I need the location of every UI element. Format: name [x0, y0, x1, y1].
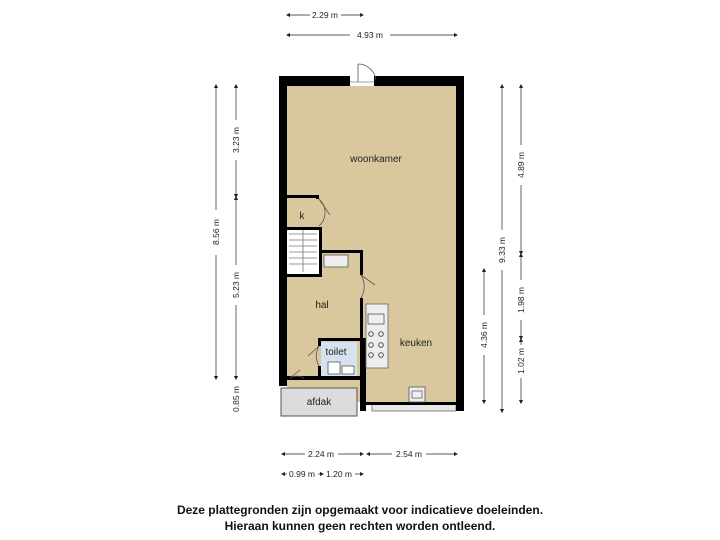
walls — [279, 76, 464, 411]
room-label-hall: hal — [315, 300, 328, 311]
dim-right-overall: 9.33 m — [497, 237, 507, 263]
dim-kitchen-height: 4.36 m — [479, 322, 489, 348]
room-label-living: woonkamer — [349, 154, 402, 165]
hall-wall-top-b — [287, 274, 322, 277]
dim-bottom-small-a: 0.99 m — [289, 469, 315, 479]
dim-left-upper: 3.23 m — [231, 127, 241, 153]
toilet-bowl — [327, 361, 341, 375]
front-wall — [279, 376, 366, 380]
outer-wall-top-right — [374, 76, 464, 86]
kitchen-wall-left — [360, 250, 363, 275]
closet-wall-bottom — [287, 227, 319, 230]
toilet-wall-left-b — [318, 366, 321, 380]
dim-left-shed: 0.85 m — [231, 386, 241, 412]
outer-wall-left — [279, 76, 287, 386]
stairs — [289, 230, 317, 272]
dim-bottom-left: 2.24 m — [308, 449, 334, 459]
hall-cabinet — [323, 254, 349, 268]
kitchen-wall-bottom — [363, 402, 464, 405]
room-label-kitchen: keuken — [400, 338, 432, 349]
toilet-wall-top — [318, 338, 363, 341]
dim-right-mid: 1.98 m — [516, 287, 526, 313]
room-label-toilet: toilet — [325, 347, 346, 358]
toilet-sink — [341, 365, 355, 375]
toilet-wall-left — [318, 338, 321, 346]
shed-floor — [280, 387, 358, 417]
outer-wall-right — [456, 76, 464, 411]
disclaimer-line-1: Deze plattegronden zijn opgemaakt voor i… — [176, 503, 544, 517]
dim-bottom-small-b: 1.20 m — [326, 469, 352, 479]
dim-left-lower: 5.23 m — [231, 272, 241, 298]
dim-top-inner: 2.29 m — [312, 10, 338, 20]
closet-wall-right — [316, 195, 319, 199]
kitchen-counter — [365, 303, 426, 403]
outer-wall-top-left — [279, 76, 350, 86]
closet-wall-top — [287, 195, 319, 198]
disclaimer: Deze plattegronden zijn opgemaakt voor i… — [0, 502, 720, 534]
dim-bottom-right: 2.54 m — [396, 449, 422, 459]
dim-top-overall: 4.93 m — [357, 30, 383, 40]
dimension-lines — [213, 12, 524, 477]
dim-right-low: 1.02 m — [516, 348, 526, 374]
doors — [289, 63, 377, 379]
disclaimer-line-2: Hieraan kunnen geen rechten worden ontle… — [224, 519, 496, 533]
hall-wall-top — [319, 250, 363, 253]
dim-left-overall: 8.56 m — [211, 219, 221, 245]
dim-right-upper: 4.89 m — [516, 152, 526, 178]
room-label-shed: afdak — [307, 397, 332, 408]
kitchen-wall-left-b — [360, 298, 363, 338]
fixtures — [323, 254, 355, 375]
kitchen-wall-left-c — [360, 338, 366, 411]
room-label-closet: k — [300, 211, 306, 222]
